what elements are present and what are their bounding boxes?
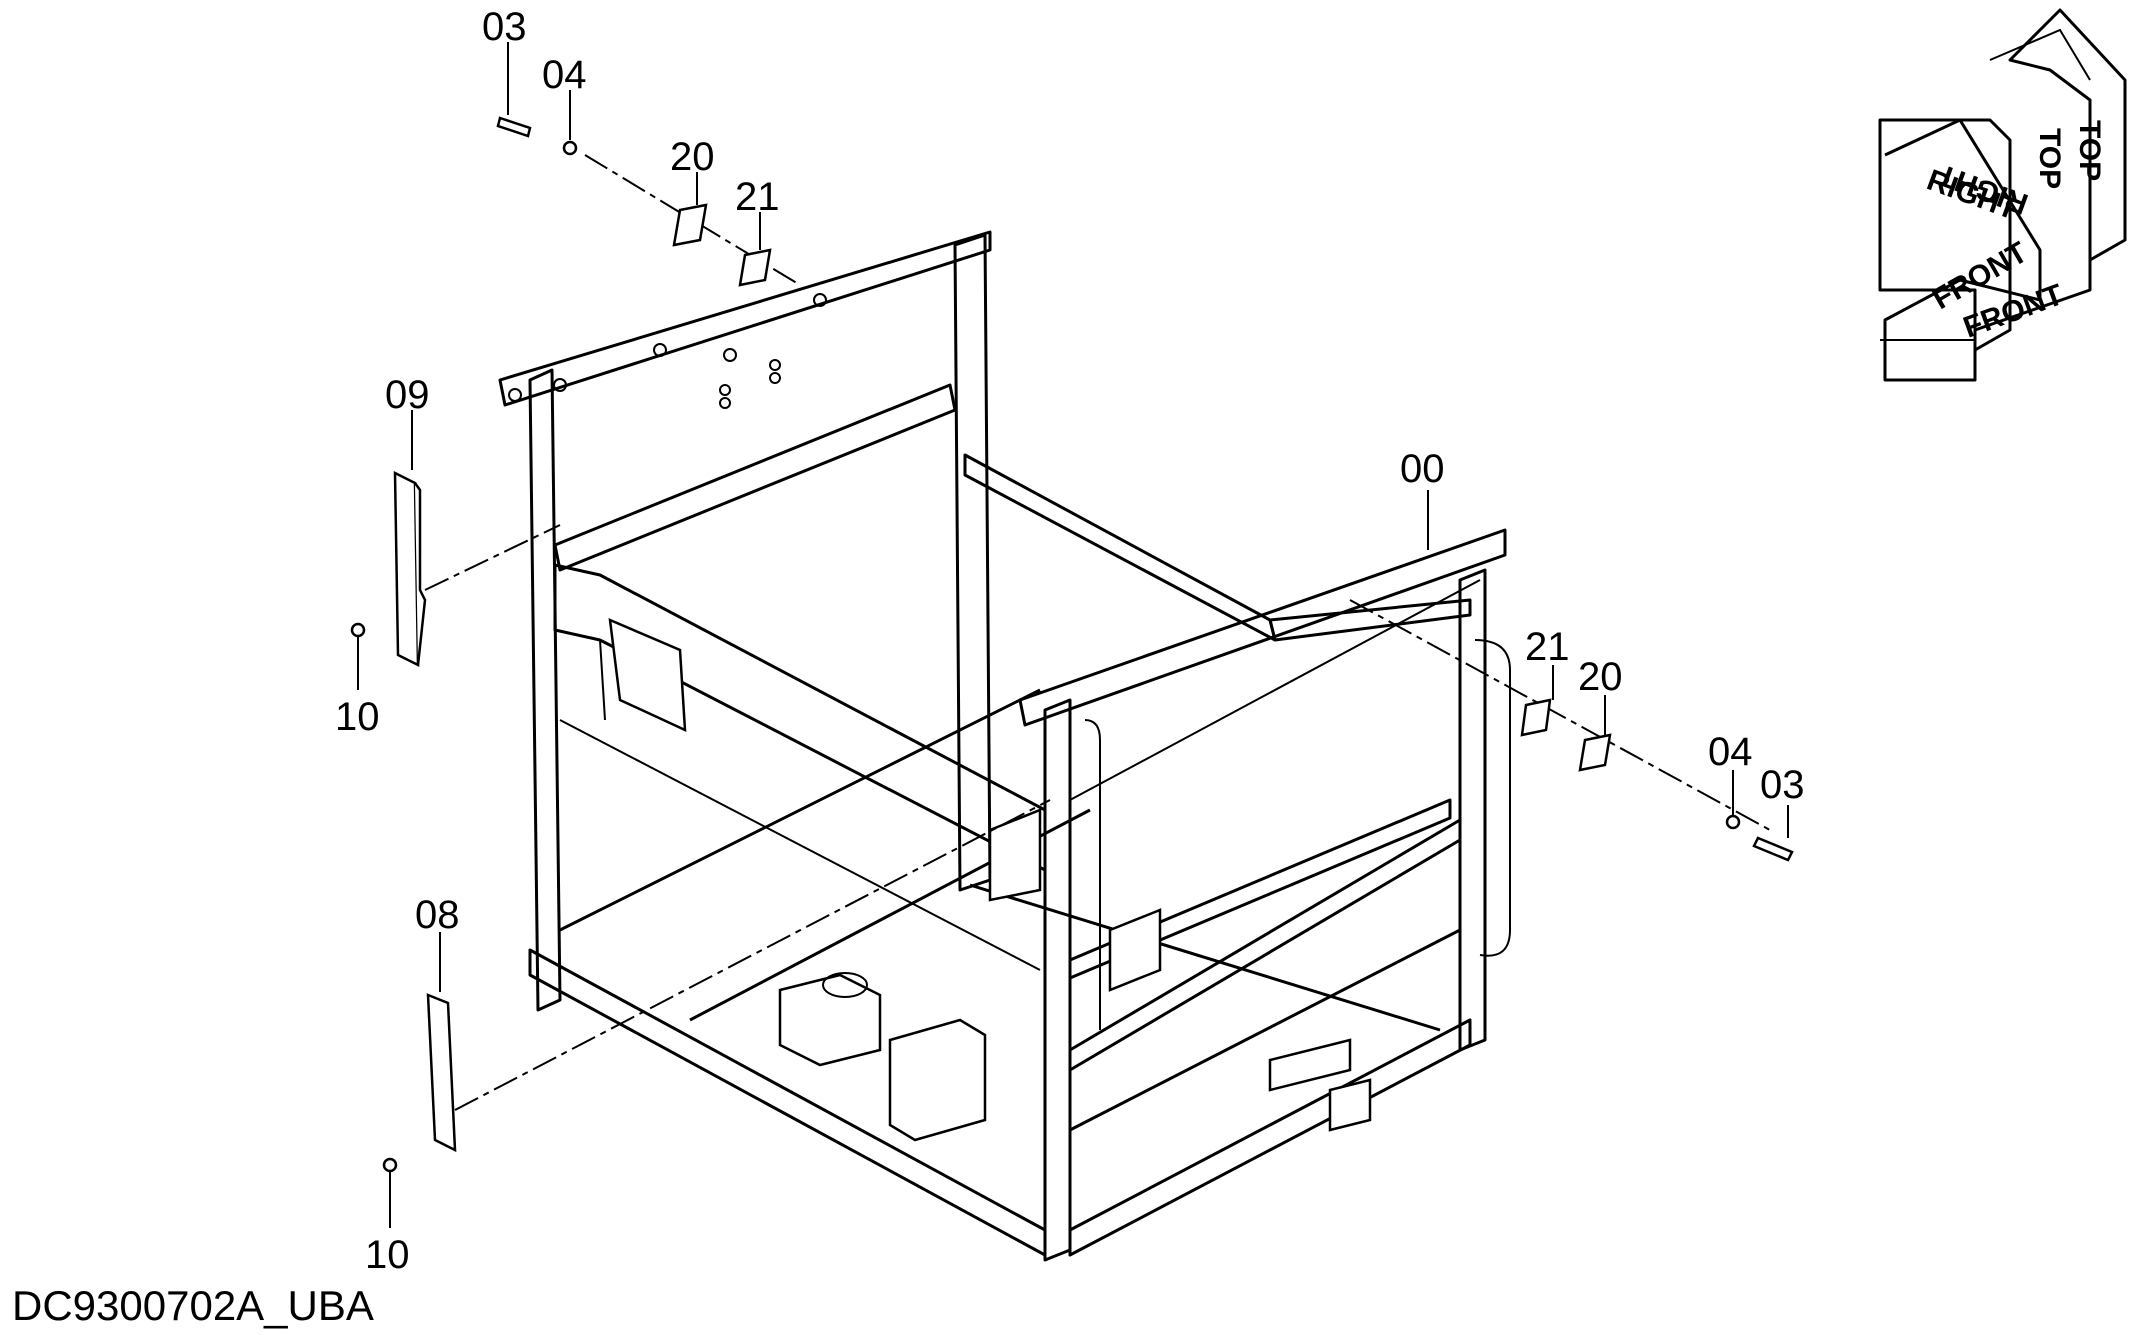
frame-assembly — [498, 230, 1511, 1262]
callout-09: 09 — [385, 373, 430, 417]
callout-04-top: 04 — [542, 53, 587, 97]
callout-08: 08 — [415, 893, 460, 937]
callout-20-top: 20 — [670, 135, 715, 179]
callout-00: 00 — [1400, 447, 1445, 491]
callout-20-right: 20 — [1578, 655, 1623, 699]
right-fastener-stack — [1349, 490, 1794, 862]
callout-labels: 03 04 20 21 09 10 00 21 20 04 03 08 10 — [335, 5, 1805, 1277]
callout-21-top: 21 — [735, 175, 780, 219]
callout-04-right: 04 — [1708, 730, 1753, 774]
callout-03-top: 03 — [482, 5, 527, 49]
callout-21-right: 21 — [1525, 625, 1570, 669]
callout-10-lower: 10 — [365, 1233, 410, 1277]
orientation-top-1: TOP — [2033, 128, 2066, 189]
plate-09 — [350, 410, 561, 690]
callout-10-upper: 10 — [335, 695, 380, 739]
orientation-top-2: TOP — [2073, 120, 2106, 181]
top-fastener-stack — [496, 42, 801, 287]
callout-03-right: 03 — [1760, 763, 1805, 807]
drawing-number: DC9300702A_UBA — [12, 1282, 374, 1329]
plate-08 — [382, 799, 1051, 1228]
orientation-indicator: TOP TOP RIGHT RIGHT FRONT FRONT — [1878, 8, 2127, 382]
